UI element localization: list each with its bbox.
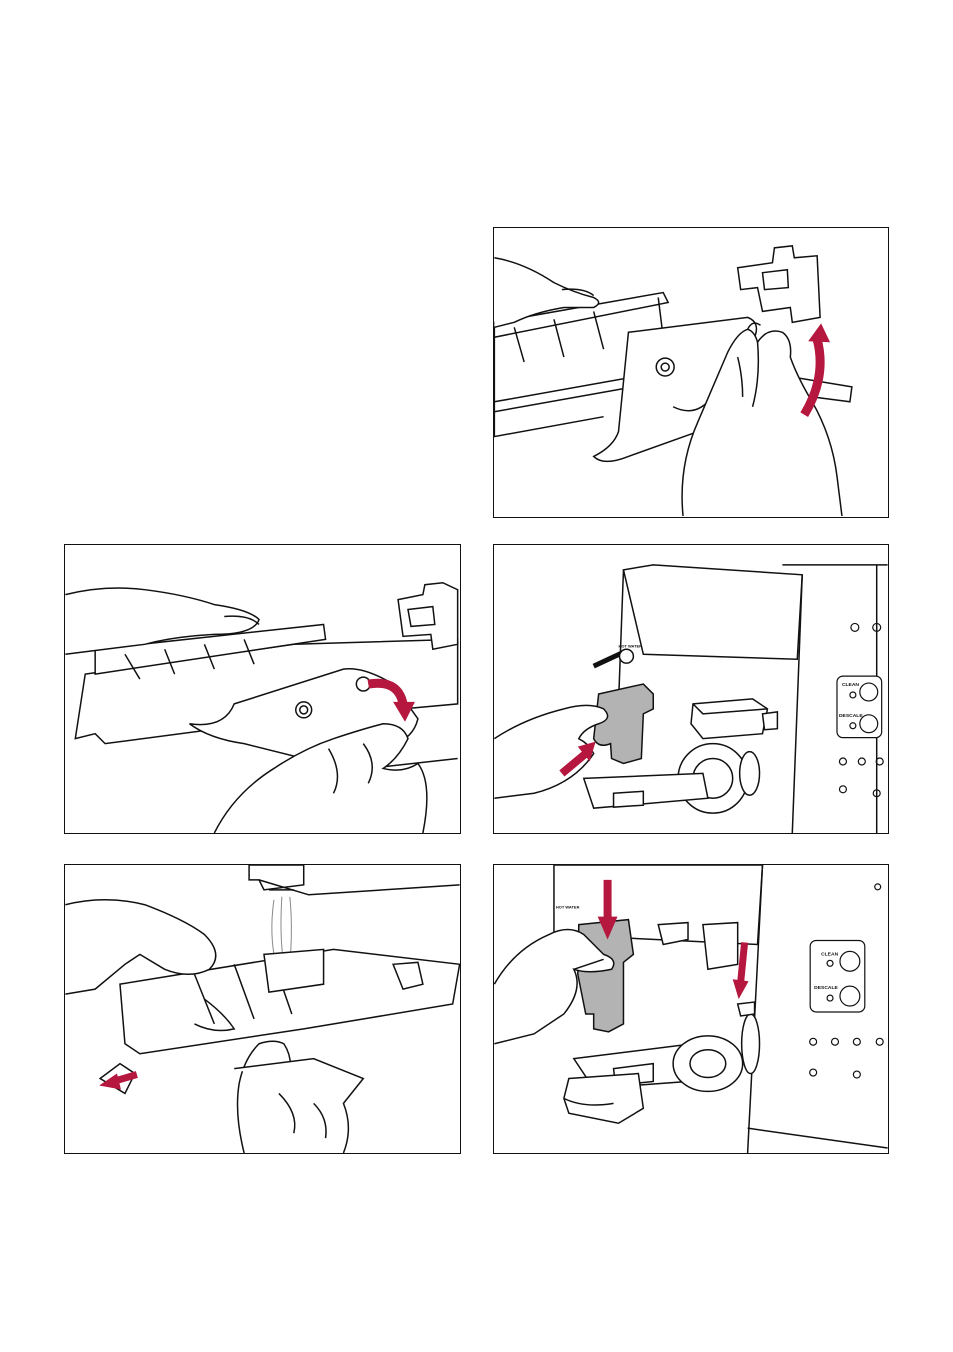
illustration-push-unit: CLEAN DESCALE HOT WATER (494, 865, 888, 1153)
red-curved-arrow-up (804, 339, 820, 414)
control-panel (810, 884, 883, 1078)
illustration-insert-unit: CLEAN DESCALE HOT WATER (494, 545, 888, 833)
illustration-panel-4 (64, 864, 461, 1154)
red-arrow-head (808, 323, 830, 342)
descale-label: DESCALE (839, 713, 863, 719)
grey-unit (594, 684, 654, 763)
illustration-turn-lever (65, 545, 460, 833)
illustration-panel-2 (64, 544, 461, 834)
illustration-panel-3: CLEAN DESCALE HOT WATER (493, 544, 889, 834)
clean-label: CLEAN (842, 682, 859, 688)
illustration-lift-lever (494, 228, 888, 517)
clean-label: CLEAN (821, 951, 838, 957)
red-arrow-down-small (741, 942, 745, 982)
illustration-panel-1 (493, 227, 889, 518)
red-arrow-head (733, 979, 749, 999)
hot-water-label: HOT WATER (556, 905, 580, 910)
illustration-rinse-unit (65, 865, 460, 1153)
illustration-panel-5: CLEAN DESCALE HOT WATER (493, 864, 889, 1154)
hot-water-label: HOT WATER (619, 643, 643, 648)
descale-label: DESCALE (814, 985, 838, 991)
